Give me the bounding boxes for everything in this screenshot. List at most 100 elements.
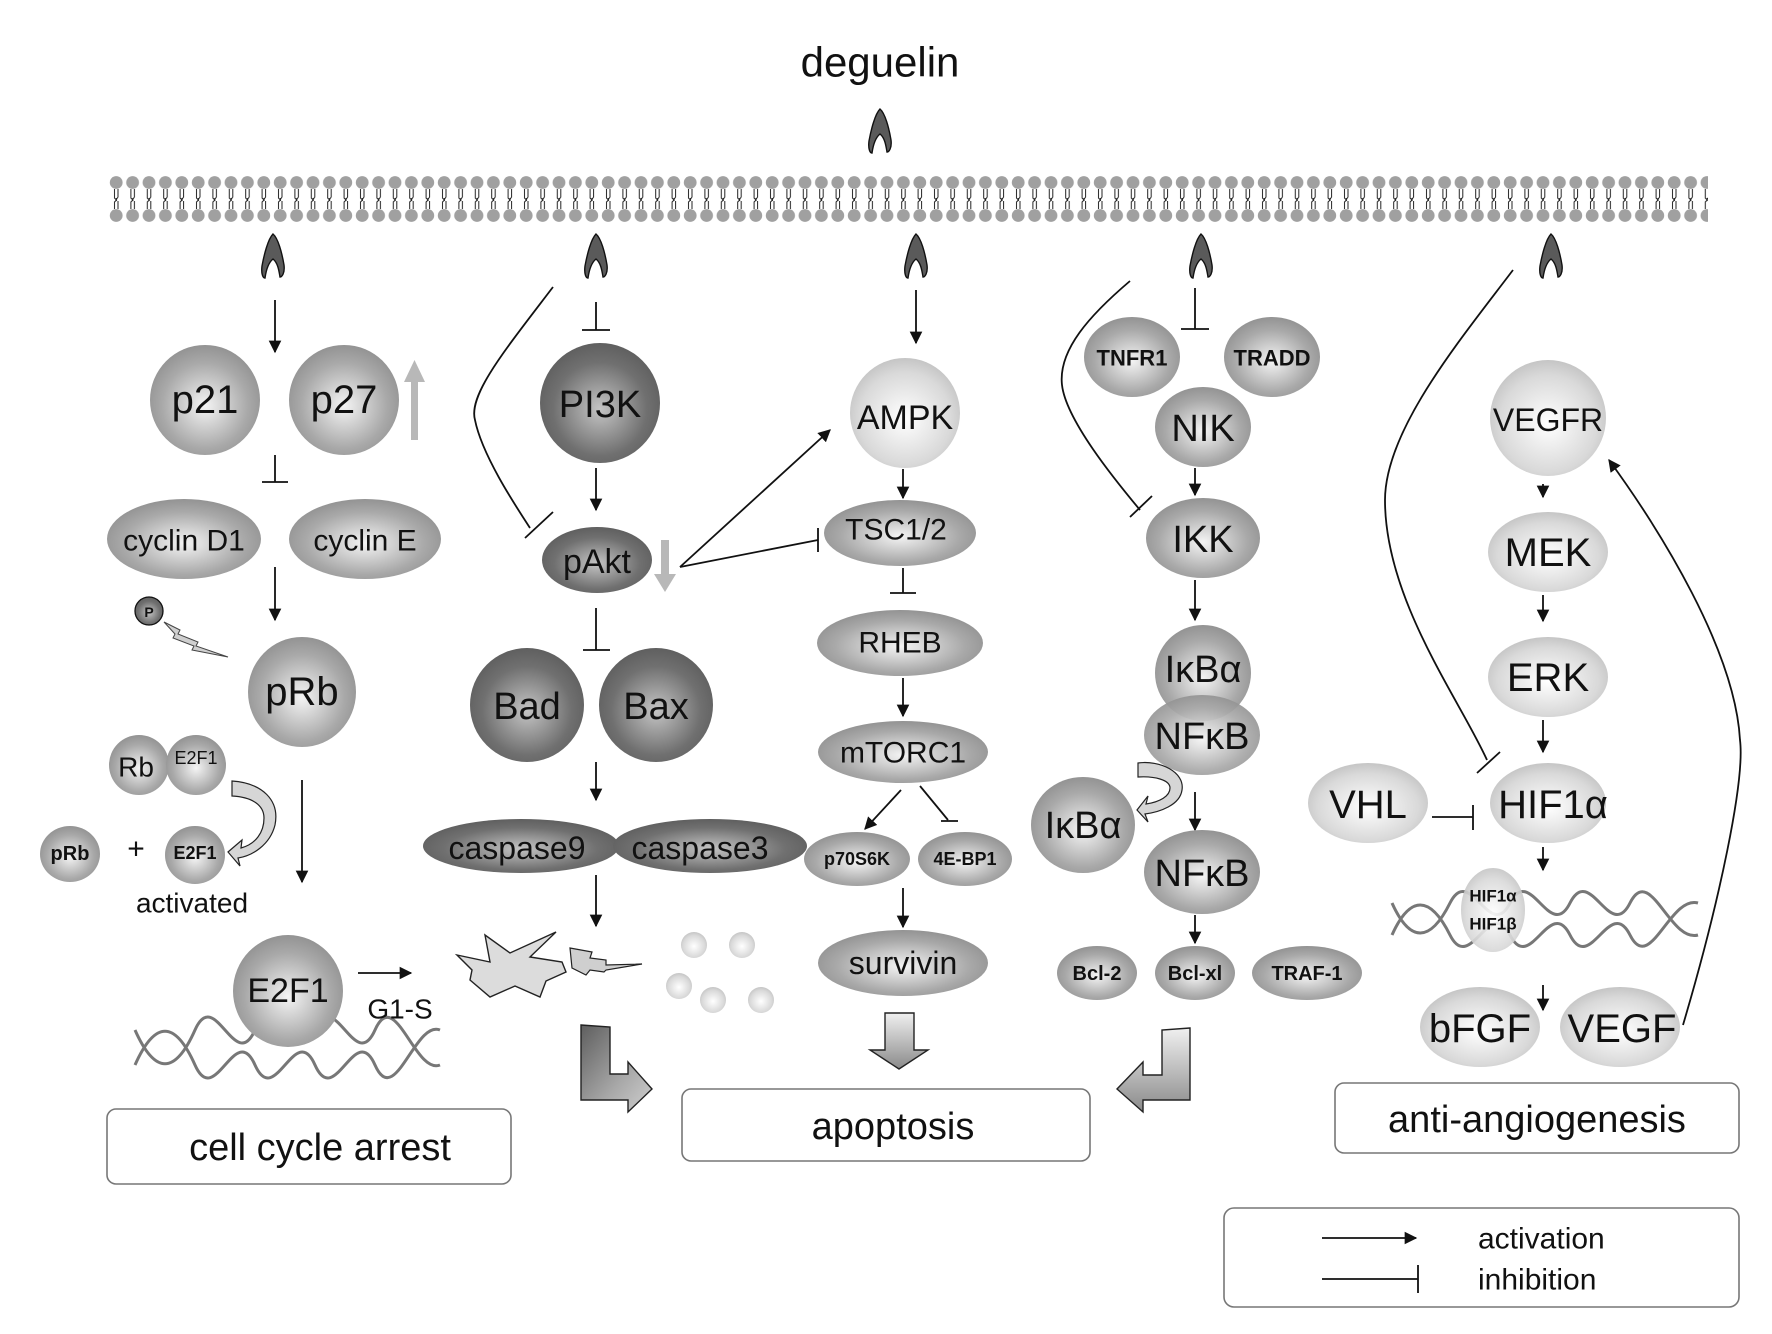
down-arrow-icon [654, 540, 676, 592]
outcome-label-cell-cycle: cell cycle arrest [189, 1127, 451, 1169]
label-nfkb-free: NFκB [1155, 853, 1250, 895]
node-rheb [817, 610, 983, 676]
outcome-box-cell-cycle [106, 1108, 512, 1185]
node-nfkb [1144, 695, 1260, 775]
activation-arrow-pakt-ampk [679, 429, 831, 568]
node-traf1 [1252, 946, 1362, 1000]
node-tsc [824, 500, 976, 566]
label-survivin: survivin [849, 945, 957, 981]
legend-inhibition-label: inhibition [1478, 1264, 1596, 1297]
activation-arrow [864, 789, 902, 830]
label-e2f1-complex: E2F1 [174, 748, 217, 768]
node-nik [1155, 387, 1251, 467]
label-activated: activated [136, 888, 248, 919]
deguelin-icon-angiogenesis [1539, 233, 1563, 279]
nfkb-pathway: TNFR1 TRADD NIK IKK IκBα NFκB IκBα NFκB … [1031, 280, 1362, 1114]
node-e2f1-complex [166, 735, 226, 795]
outcome-box-angiogenesis [1334, 1082, 1740, 1154]
label-e2f1-big: E2F1 [247, 972, 328, 1010]
apoptotic-cell-icon [454, 931, 567, 998]
label-ikk: IKK [1172, 519, 1233, 561]
node-bfgf [1420, 987, 1540, 1067]
legend-inhibition-symbol [1322, 1265, 1419, 1293]
node-p27 [289, 345, 399, 455]
release-curved-arrow [227, 780, 277, 867]
outcome-box-apoptosis [681, 1088, 1091, 1162]
inhibition-bar [1181, 288, 1209, 330]
inhibition-pakt-tsc [679, 528, 819, 568]
label-vhl: VHL [1329, 783, 1407, 827]
label-erk: ERK [1507, 656, 1590, 700]
node-caspase9 [423, 819, 619, 873]
label-pi3k: PI3K [559, 384, 641, 426]
label-ikba: IκBα [1165, 649, 1242, 691]
cell-cycle-pathway: p21 p27 cyclin D1 cyclin E P pRb Rb E2F1… [40, 300, 512, 1185]
deguelin-icon-ampk [904, 233, 928, 279]
up-arrow-icon [404, 360, 425, 440]
inhibition-curve [1060, 280, 1153, 518]
label-p70s6k: p70S6K [824, 849, 890, 869]
label-traf1: TRAF-1 [1271, 963, 1342, 985]
node-prb-small [40, 826, 100, 882]
label-bad: Bad [493, 686, 561, 728]
label-p27: p27 [311, 378, 378, 422]
inhibition-bar [582, 302, 610, 331]
label-nfkb: NFκB [1155, 716, 1250, 758]
label-g1s: G1-S [367, 994, 432, 1025]
node-p70s6k [804, 832, 910, 886]
node-ampk [850, 358, 960, 468]
node-hif-complex [1461, 868, 1525, 952]
label-mtorc1: mTORC1 [840, 737, 966, 770]
label-rheb: RHEB [858, 627, 941, 660]
label-vegfr: VEGFR [1493, 402, 1603, 438]
node-cyclin-e [289, 499, 441, 579]
label-rb: Rb [118, 752, 154, 783]
node-bax [599, 648, 713, 762]
outcome-arrow-right [1115, 1027, 1191, 1114]
lightning-icon [163, 621, 229, 658]
node-4ebp1 [918, 832, 1012, 886]
node-mtorc1 [818, 721, 988, 783]
lightning-icon [569, 947, 643, 976]
deguelin-binding-icon [868, 108, 892, 154]
label-ikba-free: IκBα [1045, 805, 1122, 847]
label-nik: NIK [1171, 408, 1234, 450]
deguelin-icon-pi3k [584, 233, 608, 279]
label-caspase9: caspase9 [449, 830, 586, 866]
node-ikba-free [1031, 777, 1135, 873]
node-nfkb-free [1144, 830, 1260, 914]
label-bcl2: Bcl-2 [1073, 963, 1122, 985]
label-tradd: TRADD [1234, 346, 1311, 371]
label-prb-small: pRb [51, 843, 90, 865]
label-vegf: VEGF [1568, 1007, 1677, 1051]
node-hif1a [1490, 763, 1606, 843]
dna-helix-icon [1390, 889, 1699, 949]
inhibition-curve [1384, 269, 1514, 774]
label-caspase3: caspase3 [632, 830, 769, 866]
feedback-arrow-vegf-vegfr [1608, 458, 1742, 1026]
node-pi3k [540, 343, 660, 463]
drug-title: deguelin [801, 39, 960, 86]
label-phosphate: P [144, 604, 153, 620]
label-ampk: AMPK [857, 399, 954, 437]
label-prb: pRb [265, 670, 338, 714]
inhibition-bar [262, 455, 288, 483]
node-tradd [1224, 317, 1320, 397]
label-plus: + [127, 833, 145, 866]
ampk-pathway: AMPK TSC1/2 RHEB mTORC1 p70S6K 4E-BP1 su… [681, 290, 1091, 1162]
legend-box [1223, 1207, 1740, 1308]
node-vegfr [1490, 360, 1606, 476]
outcome-arrow-down [867, 1012, 931, 1070]
pi3k-pathway: PI3K pAkt Bad Bax caspase9 caspase3 [423, 286, 831, 1114]
label-cyclin-d1: cyclin D1 [123, 525, 245, 558]
node-e2f1-small [165, 826, 225, 884]
label-bfgf: bFGF [1429, 1007, 1531, 1051]
node-bad [470, 648, 584, 762]
node-p21 [150, 345, 260, 455]
angiogenesis-pathway: VEGFR MEK ERK VHL HIF1α HIF1α HIF1β bFGF… [1308, 269, 1742, 1154]
label-tnfr1: TNFR1 [1097, 346, 1168, 371]
node-rb [109, 735, 169, 795]
apoptotic-body [748, 987, 774, 1013]
node-ikk [1146, 498, 1260, 578]
